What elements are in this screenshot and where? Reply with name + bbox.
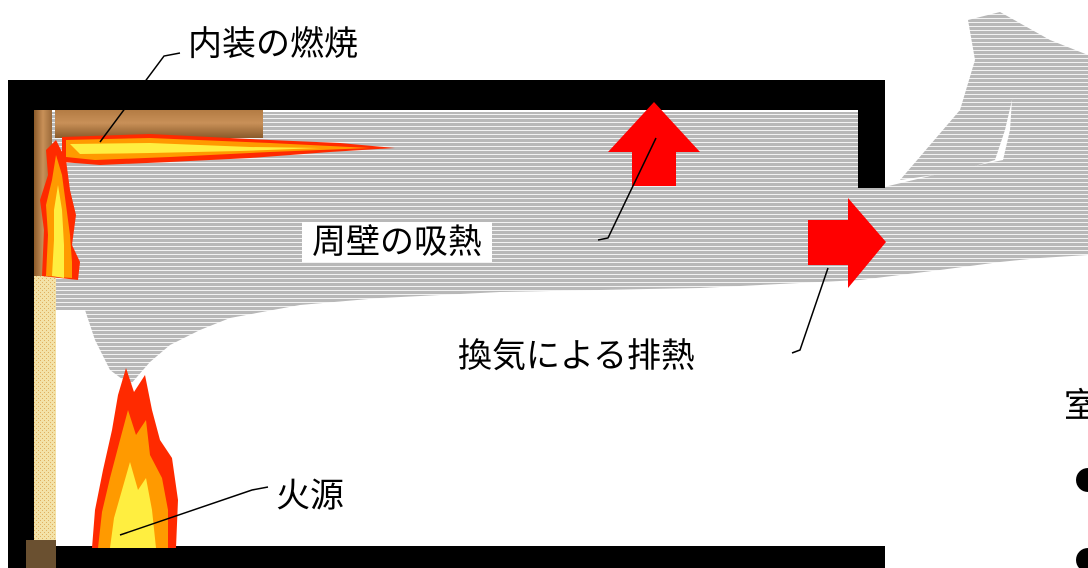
side-text-fragment: 室 — [1064, 386, 1088, 426]
label-fire-source: 火源 — [276, 476, 344, 516]
bullet-dot-icon — [1076, 548, 1088, 568]
smoke-layer — [52, 60, 1088, 385]
floor — [8, 546, 885, 568]
label-ventilation-heat-exhaust: 換気による排熱 — [458, 336, 695, 376]
leader-interior-combustion — [99, 52, 181, 143]
leader-wall-heat-absorption — [597, 137, 657, 241]
left-wall — [8, 80, 34, 568]
wall-flame-icon — [40, 140, 80, 280]
wall-lower-panel — [34, 276, 56, 546]
bullet-dot-icon — [1076, 468, 1088, 492]
right-wall — [858, 80, 885, 188]
label-wall-heat-absorption: 周壁の吸熱 — [302, 222, 492, 262]
label-interior-combustion: 内装の燃焼 — [188, 24, 358, 64]
leader-lines — [99, 52, 829, 536]
leader-fire-source — [119, 486, 269, 536]
outside-smoke-plume — [900, 12, 1088, 180]
ceiling-wood-panel — [55, 108, 263, 138]
ceiling-flame-icon — [62, 134, 395, 165]
floor-corner-block — [26, 540, 56, 568]
fire-source-flame-icon — [92, 368, 178, 548]
leader-ventilation — [791, 267, 829, 354]
ceiling-wall — [8, 80, 885, 110]
up-arrow-icon — [608, 102, 700, 186]
right-arrow-icon — [808, 198, 886, 288]
